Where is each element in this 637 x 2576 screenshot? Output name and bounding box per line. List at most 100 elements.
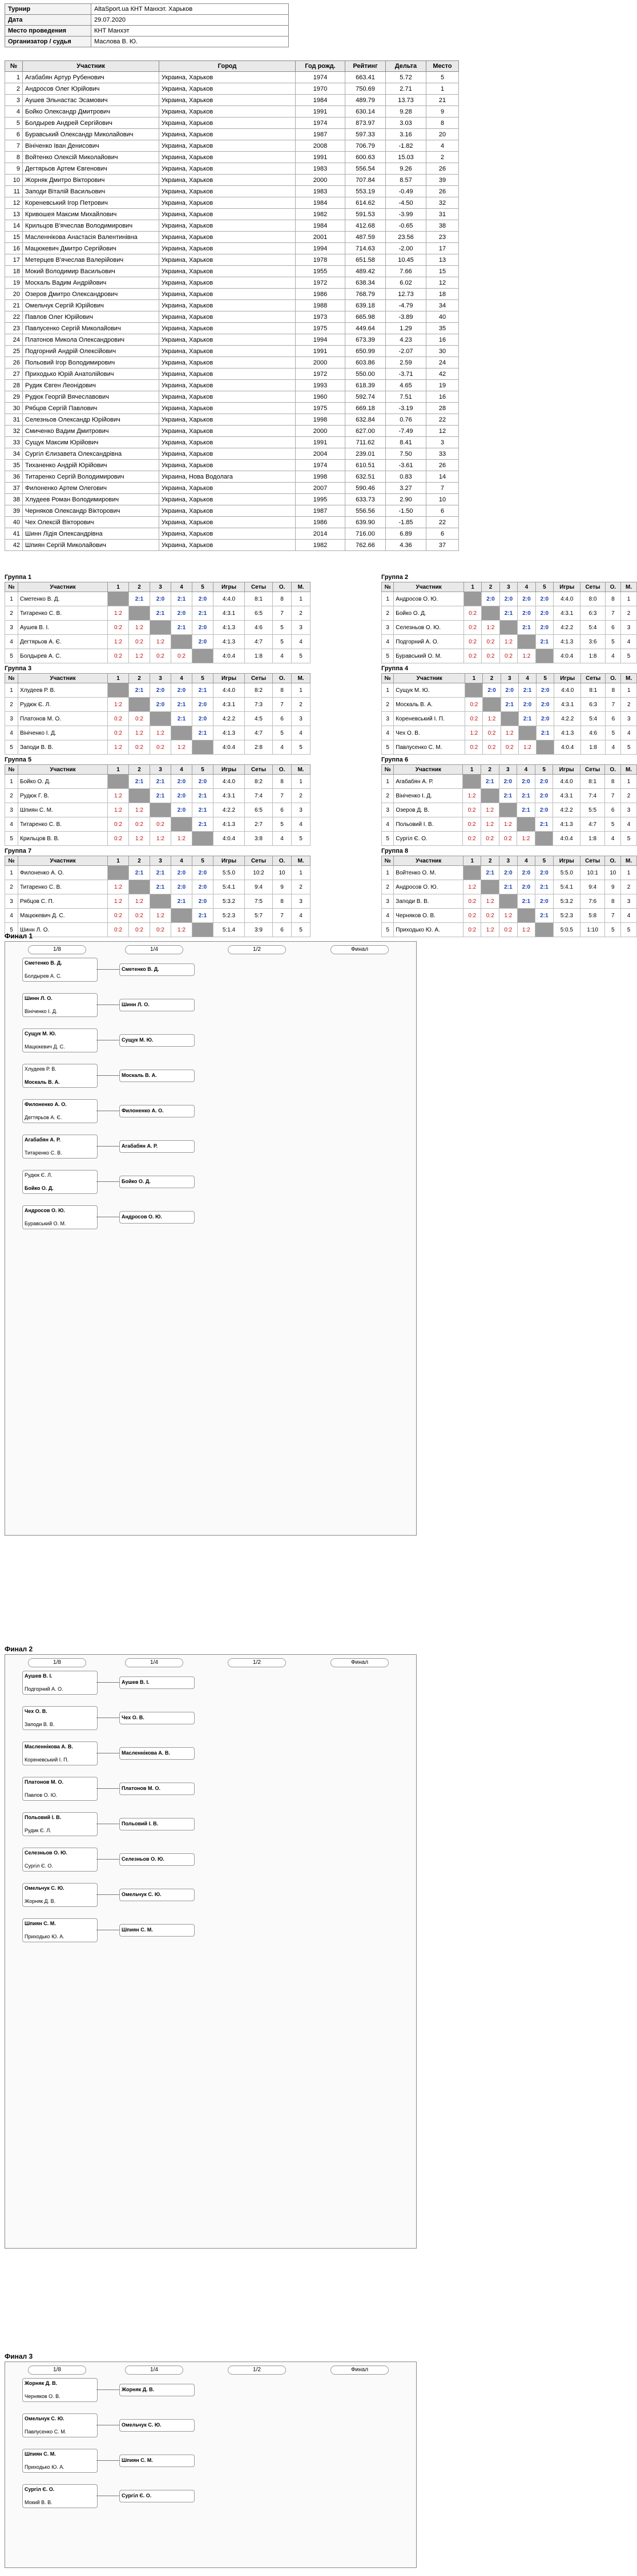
match-card[interactable]: Масленнікова А. В.Кореневський І. П. [22, 1741, 98, 1765]
group-cell: 6:5 [244, 803, 273, 817]
winner-card[interactable]: Омельчук С. Ю. [119, 2419, 195, 2432]
group-cell: 8 [604, 592, 622, 606]
match-player: Чех О. В. [25, 1708, 47, 1714]
player-cell: 40 [426, 311, 459, 323]
group-cell: 3 [381, 711, 394, 726]
group-player-name: Сущук М. Ю. [393, 683, 466, 698]
group-player-name: Агабабян А. Р. [393, 774, 463, 789]
winner-card[interactable]: Омельчук С. Ю. [119, 1889, 195, 1901]
group-cell: 2 [5, 788, 18, 803]
match-card[interactable]: Рудюк Є. Л.Бойко О. Д. [22, 1170, 98, 1194]
winner-card[interactable]: Шпиян С. М. [119, 1924, 195, 1937]
winner-card[interactable]: Платонов М. О. [119, 1783, 195, 1795]
match-card[interactable]: Омельчук С. Ю.Павлусенко С. М. [22, 2413, 98, 2437]
winner-card[interactable]: Филоненко А. О. [119, 1105, 195, 1117]
winner-card[interactable]: Бойко О. Д. [119, 1176, 195, 1188]
match-card[interactable]: Хлудеев Р. В.Москаль В. А. [22, 1064, 98, 1088]
player-cell: Павлусенко Сергій Миколайович [22, 322, 159, 334]
group-column-header: № [381, 582, 394, 592]
group-cell: 2 [291, 697, 311, 712]
group-cell: 1:10 [579, 922, 606, 937]
match-card[interactable]: Жорняк Д. В.Черняков О. В. [22, 2378, 98, 2402]
match-card[interactable]: Шпиян С. М.Приходько Ю. А. [22, 1918, 98, 1942]
group-player-name: Дегтярьов А. Є. [18, 634, 108, 649]
winner-card[interactable]: Сущук М. Ю. [119, 1034, 195, 1047]
winner-card[interactable]: Сметенко В. Д. [119, 963, 195, 976]
group-cell [171, 634, 192, 649]
player-cell: Заподи Віталій Васильович [22, 185, 159, 197]
round-label: Финал [330, 945, 389, 954]
winner-card[interactable]: Андросов О. Ю. [119, 1211, 195, 1224]
winner-card[interactable]: Шпиян С. М. [119, 2455, 195, 2467]
match-card[interactable]: Польовий І. В.Рудик Є. Л. [22, 1812, 98, 1836]
group-column-header: Участник [393, 582, 464, 592]
player-cell: Крильцов В'ячеслав Володимирович [22, 220, 159, 232]
player-cell: 14 [5, 220, 23, 232]
match-card[interactable]: Сущук М. Ю.Мацюкевич Д. С. [22, 1028, 98, 1052]
player-cell: Украина, Нова Водолага [159, 471, 296, 483]
player-cell: -3.89 [385, 311, 426, 323]
group-cell: 1:2 [480, 817, 499, 832]
winner-card[interactable]: Аушев В. І. [119, 1676, 195, 1689]
winner-card[interactable]: Жорняк Д. В. [119, 2384, 195, 2396]
winner-card[interactable]: Масленнікова А. В. [119, 1747, 195, 1760]
match-card[interactable]: Агабабян А. Р.Титаренко С. В. [22, 1135, 98, 1159]
player-cell: 449.64 [345, 322, 386, 334]
group-cell: 2:0 [536, 711, 555, 726]
match-card[interactable]: Аушев В. І.Подгорний А. О. [22, 1671, 98, 1695]
group-player-name: Приходько Ю. А. [393, 922, 464, 937]
group-cell [518, 726, 537, 740]
final-title: Финал 2 [5, 1645, 33, 1653]
round-label: 1/2 [228, 945, 286, 954]
match-card[interactable]: Платонов М. О.Павлов О. Ю. [22, 1777, 98, 1801]
match-card[interactable]: Филоненко А. О.Дегтярьов А. Є. [22, 1099, 98, 1123]
match-card[interactable]: Омельчук С. Ю.Жорняк Д. В. [22, 1883, 98, 1907]
match-card[interactable]: Чех О. В.Заподи В. В. [22, 1706, 98, 1730]
match-player: Буравський О. М. [25, 1221, 66, 1226]
group-cell: 2:1 [128, 683, 150, 698]
match-card[interactable]: Сметенко В. Д.Болдырев А. С. [22, 958, 98, 982]
group-cell: 5:5.0 [213, 865, 245, 880]
group-cell: 8 [604, 894, 622, 909]
winner-card[interactable]: Чех О. В. [119, 1712, 195, 1724]
group-column-header: 5 [534, 764, 554, 775]
winner-card[interactable]: Москаль В. А. [119, 1070, 195, 1082]
group-cell: 7:3 [244, 697, 273, 712]
group-cell: 0:2 [128, 634, 150, 649]
match-card[interactable]: Шинн Л. О.Вініченко І. Д. [22, 993, 98, 1017]
group-cell: 7 [272, 697, 292, 712]
group-cell: 2:1 [517, 894, 536, 909]
winner-card[interactable]: Селезньов О. Ю. [119, 1853, 195, 1866]
player-cell: 707.84 [345, 174, 386, 186]
match-card[interactable]: Сургіл Є. О.Мокий В. В. [22, 2484, 98, 2508]
group-cell: 5 [291, 922, 311, 937]
winner-card[interactable]: Сургіл Є. О. [119, 2490, 195, 2502]
player-cell: Сущук Максим Юрійович [22, 436, 159, 448]
player-cell: 13 [5, 208, 23, 220]
group-cell: 3:6 [580, 634, 606, 649]
winner-card[interactable]: Польовий І. В. [119, 1818, 195, 1830]
match-card[interactable]: Шпиян С. М.Приходько Ю. А. [22, 2449, 98, 2473]
winner-card[interactable]: Шинн Л. О. [119, 999, 195, 1011]
info-value: КНТ Манхэт [91, 25, 289, 37]
round-label: 1/4 [125, 945, 183, 954]
player-cell: 34 [5, 448, 23, 460]
connector-line [96, 1075, 119, 1076]
match-card[interactable]: Андросов О. Ю.Буравський О. М. [22, 1205, 98, 1229]
group-column-header: Участник [18, 764, 108, 775]
player-cell: 1991 [295, 106, 345, 118]
group-column-header: Сеты [244, 856, 273, 866]
winner-card[interactable]: Агабабян А. Р. [119, 1140, 195, 1153]
match-card[interactable]: Селезньов О. Ю.Сургіл Є. О. [22, 1848, 98, 1872]
player-cell: 1998 [295, 471, 345, 483]
match-player: Филоненко А. О. [25, 1101, 67, 1107]
group-column-header: 3 [150, 673, 171, 683]
